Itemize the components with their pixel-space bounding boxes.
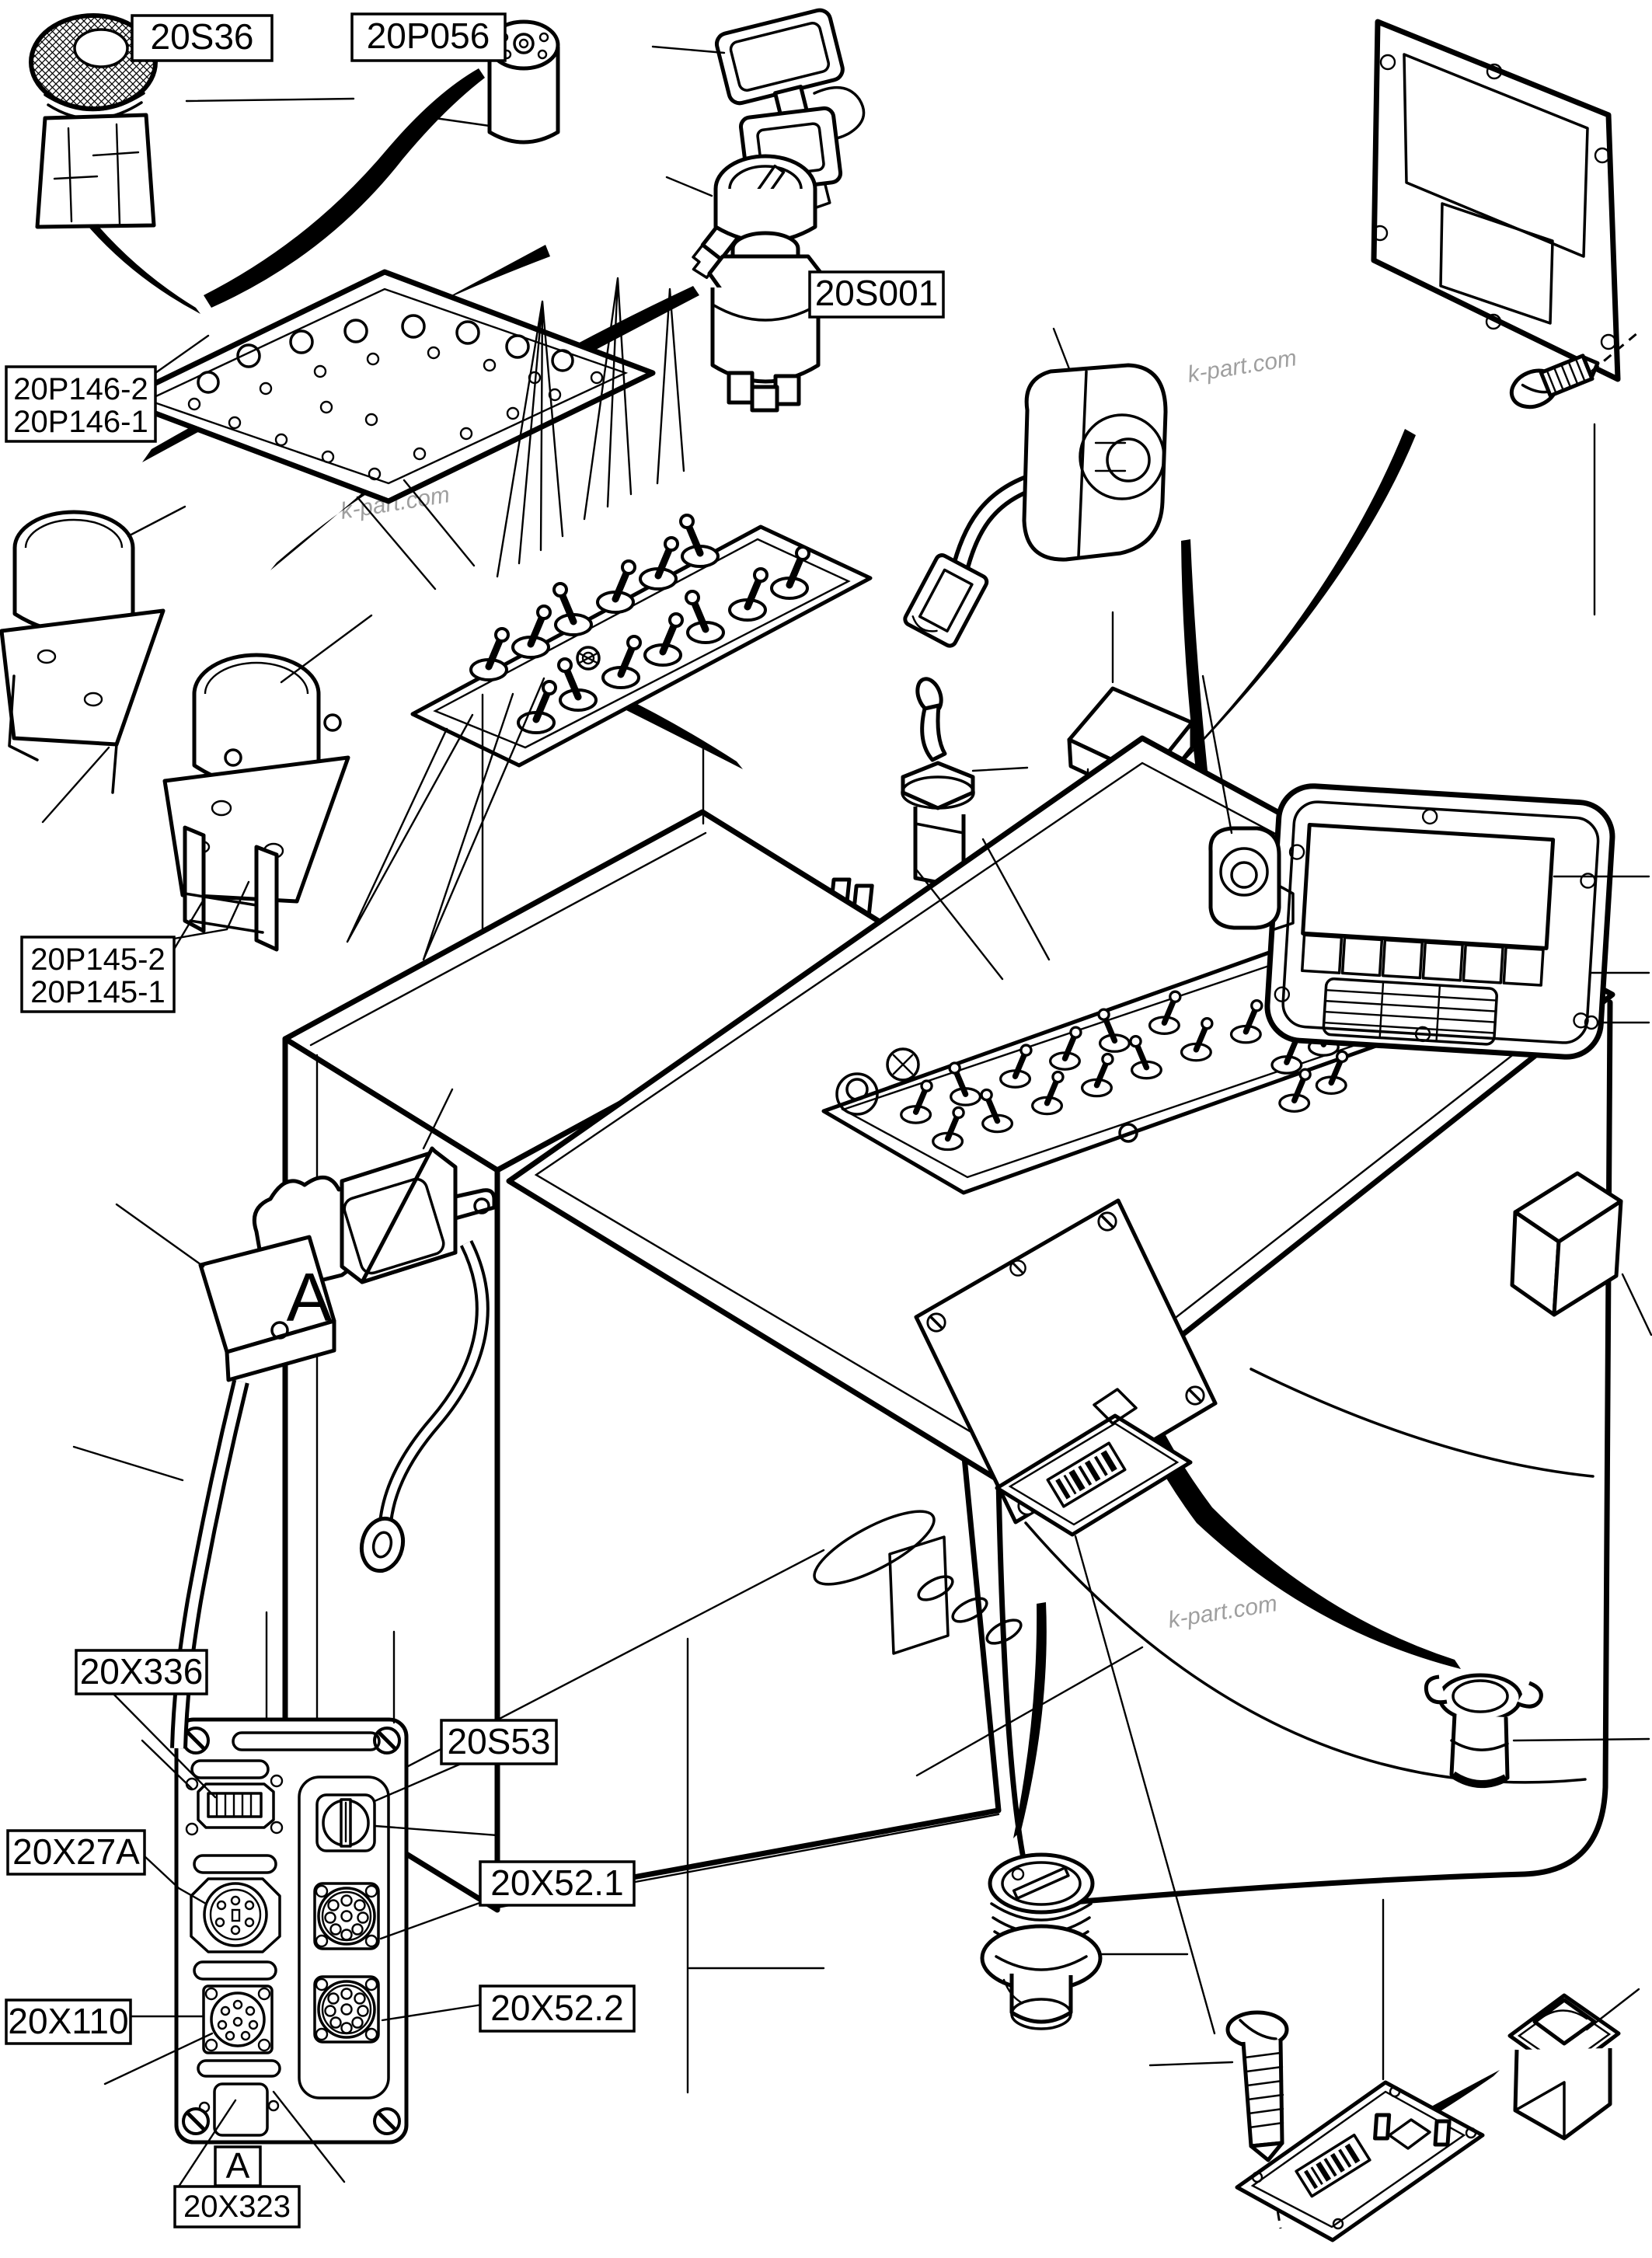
cover-plate-with-sticker <box>1235 1898 1485 2242</box>
label-20x110: 20X110 <box>5 1998 132 2045</box>
connector-20x27a <box>190 1877 281 1953</box>
arrow-cube-to-console <box>1181 539 1215 845</box>
cable-part-right <box>340 1088 497 1573</box>
switch-with-cable-and-connector <box>903 327 1168 648</box>
label-20p146: 20P146-2 20P146-1 <box>5 365 157 443</box>
control-console <box>282 735 1652 2035</box>
label-20s001: 20S001 <box>808 270 945 319</box>
console-lower-body <box>995 999 1613 1908</box>
part-number: 20S001 <box>815 273 939 313</box>
monitor-keypad <box>1322 977 1498 1046</box>
vent-slot <box>193 1854 277 1874</box>
mounting-plate-with-holes <box>117 269 656 591</box>
leader-to-cover-plate <box>1074 1535 1216 2035</box>
marker-a-plain: A <box>287 1259 333 1336</box>
leader-to-connector-panel <box>336 1549 825 1804</box>
mounting-screw-top <box>1509 354 1600 409</box>
square-cutout <box>1093 1388 1138 1425</box>
vent-slot <box>193 1960 277 1981</box>
arrow-to-lighter <box>1013 1602 1047 1838</box>
rotary-switch-assembly-1 <box>0 505 186 824</box>
connector-20x336 <box>185 1774 284 1836</box>
part-number: 20X52.1 <box>490 1863 623 1903</box>
arrow-bezel-to-monitor <box>1162 429 1416 782</box>
arrow-cross-plate <box>142 245 550 462</box>
part-number: 20S53 <box>447 1721 550 1761</box>
connector-panel <box>61 1611 825 2190</box>
label-20x336: 20X336 <box>75 1649 208 1695</box>
toggle-switch-panel <box>346 277 873 967</box>
connector-20x52-1 <box>313 1882 380 1950</box>
emergency-stop-switch <box>29 13 355 229</box>
marker-letter: A <box>226 2145 250 2186</box>
part-number: 20X110 <box>8 2001 128 2041</box>
monitor-callout-lines <box>1553 875 1650 1030</box>
cutout-a <box>213 2082 269 2137</box>
connector-20x52-2 <box>313 1975 380 2044</box>
part-number: 20S36 <box>150 16 253 57</box>
watermark-text: k-part.com <box>1166 1591 1279 1633</box>
part-number: 20X52.2 <box>490 1988 623 2028</box>
vent-slot <box>232 1731 381 1751</box>
label-20p145: 20P145-2 20P145-1 <box>20 880 250 1013</box>
label-20x27a: 20X27A <box>6 1829 146 1876</box>
part-number: 20P056 <box>367 16 490 56</box>
part-number: 20P146-1 <box>13 405 148 439</box>
label-a-box: A <box>214 2145 262 2187</box>
part-number: 20P145-1 <box>30 975 165 1009</box>
sticker-plate-console <box>995 1388 1193 1537</box>
rotary-switch-assembly-2 <box>162 614 373 969</box>
label-20s36: 20S36 <box>131 14 274 62</box>
leader-line <box>915 1646 1144 1777</box>
cylindrical-sender-unit <box>434 19 560 145</box>
connector-20x110 <box>202 1984 274 2054</box>
label-20p056: 20P056 <box>350 12 507 62</box>
watermark-text: k-part.com <box>1186 345 1298 388</box>
rocker-switch <box>1373 1988 1640 2147</box>
arrow-to-toggle <box>617 696 743 769</box>
cigarette-lighter-socket <box>980 1852 1189 2030</box>
label-20x52-1: 20X52.1 <box>479 1860 636 1907</box>
side-box <box>1510 1171 1652 1336</box>
part-number: 20X336 <box>80 1651 204 1692</box>
horn-button <box>1201 674 1295 931</box>
arrow-plate-to-p056 <box>204 68 485 308</box>
ignition-switch <box>665 154 824 413</box>
monitor-softkeys <box>1300 933 1545 987</box>
front-openings <box>813 1510 1023 1645</box>
socket-housing <box>1424 1673 1650 1789</box>
label-20s53: 20S53 <box>440 1719 558 1765</box>
panel-nut <box>576 646 601 671</box>
rear-bezel-plate <box>1371 19 1621 616</box>
part-number: 20X323 <box>183 2190 291 2224</box>
panel-leader-lines <box>61 1611 825 2190</box>
part-number: 20P145-2 <box>30 943 165 977</box>
part-number: 20P146-2 <box>13 372 148 406</box>
mounting-screw-bottom <box>1148 2010 1289 2229</box>
cabinet-cutout <box>888 1535 950 1655</box>
vent-slot <box>197 2059 281 2078</box>
callout-fan-lines <box>346 277 685 967</box>
vent-slot <box>190 1759 270 1779</box>
monitor-panel <box>1264 783 1615 1060</box>
label-20x323: 20X323 <box>173 2185 301 2228</box>
screw-axis-dashed-line <box>1591 331 1639 373</box>
label-20x52-2: 20X52.2 <box>479 1984 636 2033</box>
part-number: 20X27A <box>12 1831 140 1872</box>
keyswitch-20s53 <box>315 1793 376 1852</box>
